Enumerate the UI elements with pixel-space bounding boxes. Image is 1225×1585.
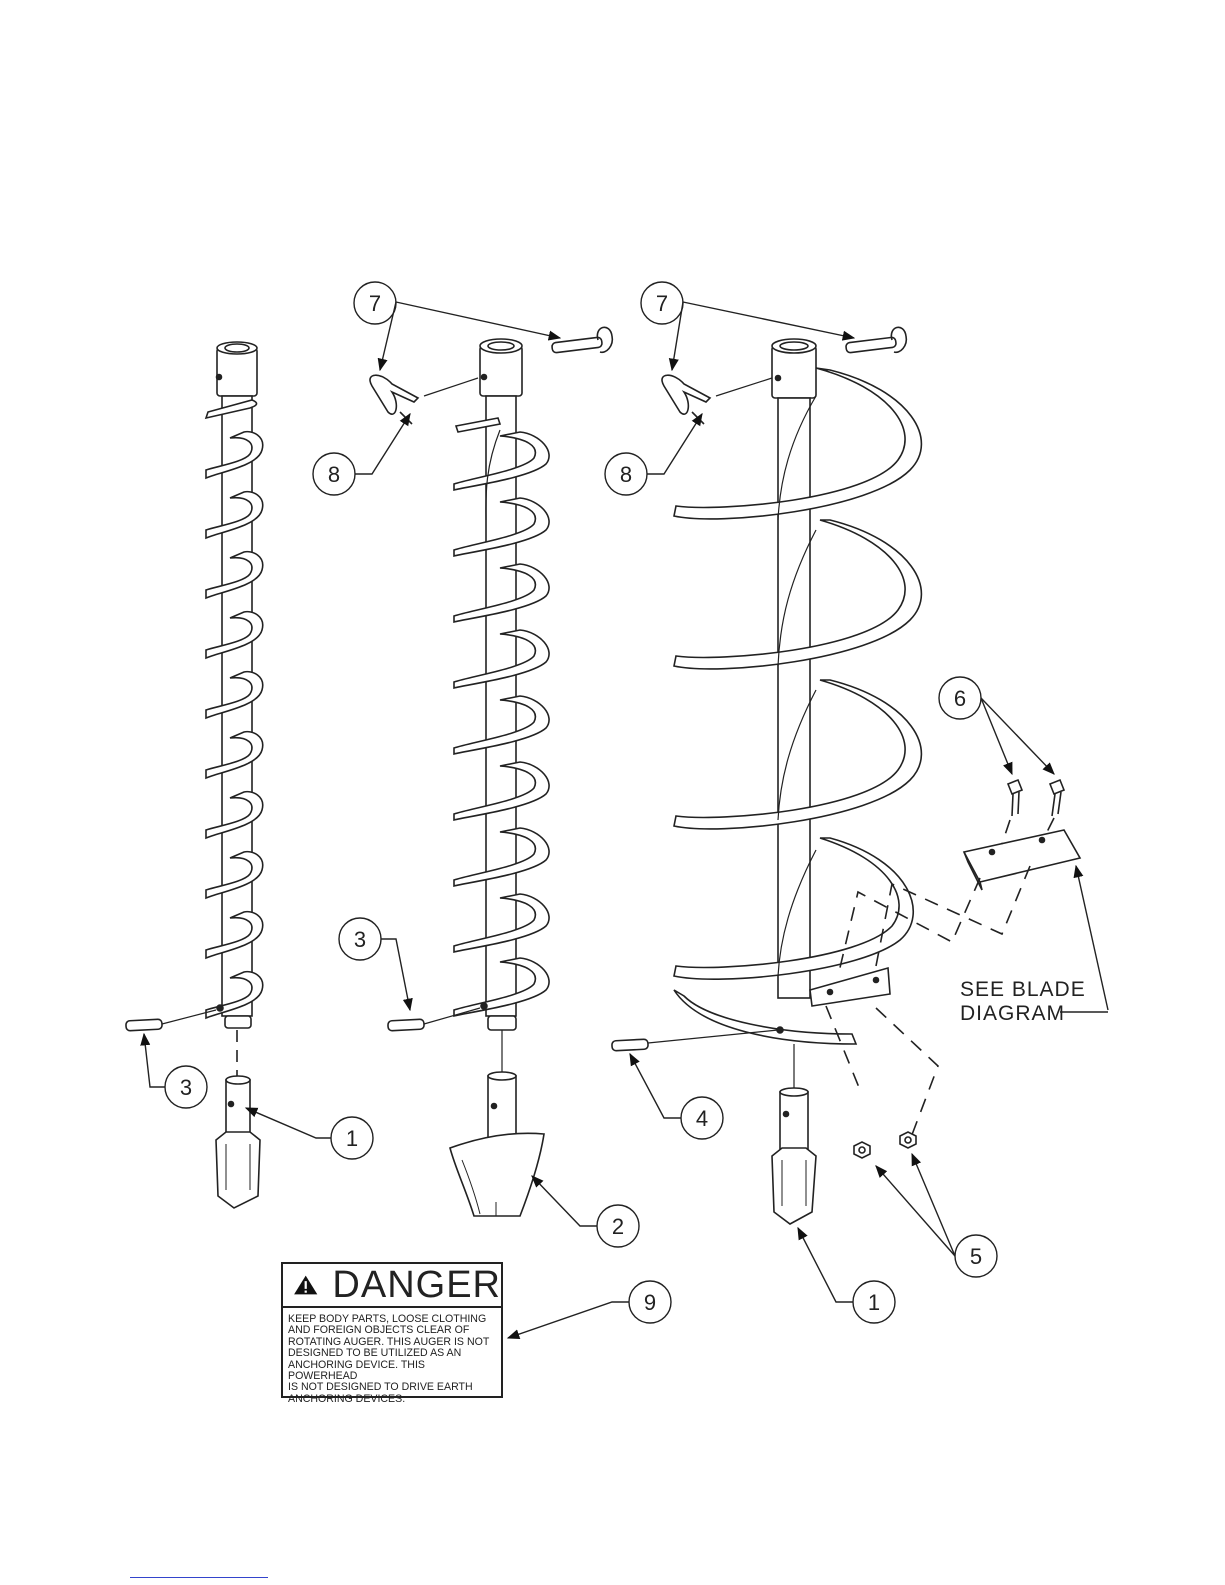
callout-label-1-left: 1 <box>346 1126 358 1151</box>
blade-nuts <box>854 1132 916 1158</box>
danger-header: DANGER <box>283 1264 501 1308</box>
callout-label-2: 2 <box>612 1214 624 1239</box>
callout-label-9: 9 <box>644 1290 656 1315</box>
callout-3-left <box>144 1034 207 1108</box>
blade-assembly <box>826 780 1080 1158</box>
footer-link-underline[interactable] <box>130 1577 268 1578</box>
blade-note-line2: DIAGRAM <box>960 1002 1065 1025</box>
callout-7-left <box>354 282 560 370</box>
callout-label-8-left: 8 <box>328 462 340 487</box>
callout-label-8-right: 8 <box>620 462 632 487</box>
callout-label-3-left: 3 <box>180 1075 192 1100</box>
large-auger <box>612 339 922 1224</box>
callout-label-1-right: 1 <box>868 1290 880 1315</box>
danger-title: DANGER <box>332 1265 501 1305</box>
medium-auger-pilot-bit <box>450 1072 544 1216</box>
blade-note-line1: SEE BLADE <box>960 978 1086 1001</box>
callout-label-3-mid: 3 <box>354 927 366 952</box>
danger-decal: DANGER KEEP BODY PARTS, LOOSE CLOTHING A… <box>281 1262 503 1398</box>
danger-text: KEEP BODY PARTS, LOOSE CLOTHING AND FORE… <box>283 1308 501 1405</box>
callouts <box>144 282 1108 1338</box>
callout-label-7-right: 7 <box>656 291 668 316</box>
small-auger-pilot-bit <box>216 1076 260 1208</box>
large-auger-pilot-bit <box>772 1088 816 1224</box>
callout-3-mid <box>339 918 410 1010</box>
warning-triangle-icon <box>293 1266 318 1304</box>
callout-label-4: 4 <box>696 1106 708 1131</box>
callout-label-5: 5 <box>970 1244 982 1269</box>
callout-1-right <box>798 1228 895 1323</box>
medium-auger <box>388 339 549 1216</box>
callout-7-right <box>641 282 854 370</box>
callout-4 <box>630 1054 723 1139</box>
callout-label-6: 6 <box>954 686 966 711</box>
callout-label-7-left: 7 <box>369 291 381 316</box>
